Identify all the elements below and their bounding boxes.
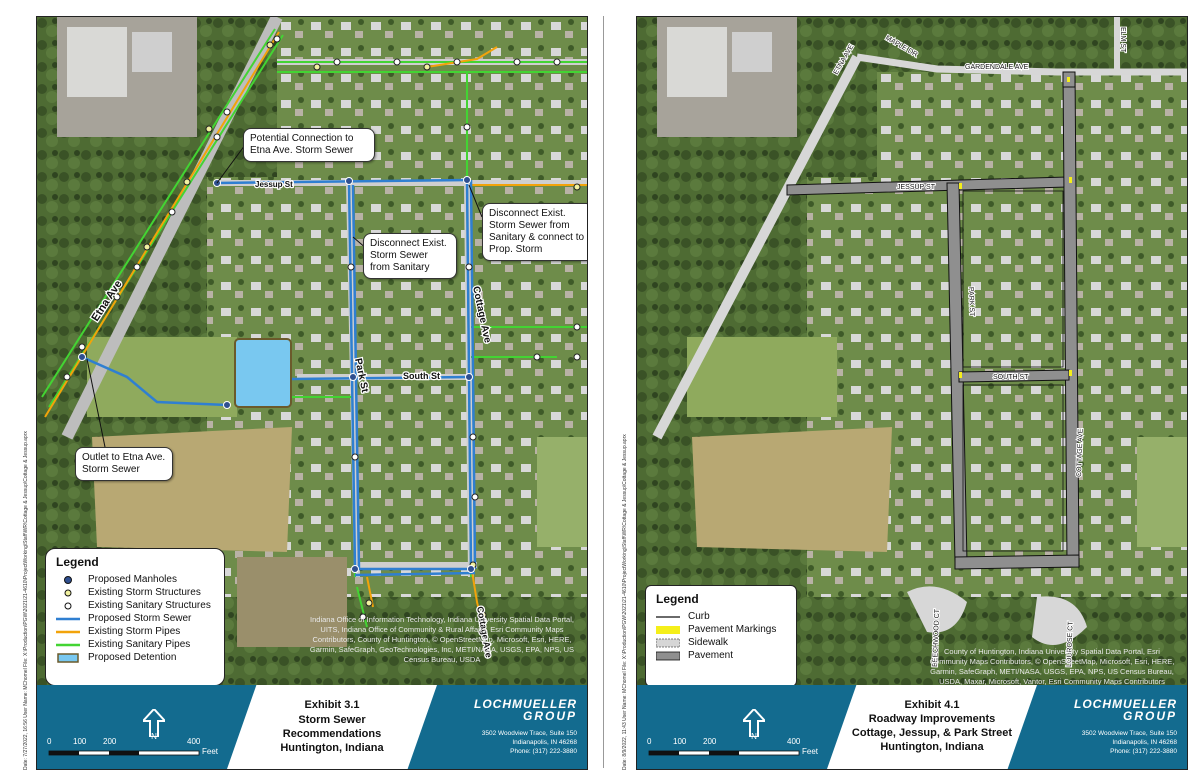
- etna-ave-road: [652, 54, 862, 440]
- legend-item-proposed-storm-sewer: Proposed Storm Sewer: [56, 613, 192, 624]
- scale-bar: 0 100 200 400 Feet: [647, 737, 819, 756]
- callout-potential-connection: Potential Connection to Etna Ave. Storm …: [243, 128, 375, 162]
- file-info-left: Date: 7/27/2022, 16:56 User Name: MChome…: [23, 431, 29, 770]
- street-label-lourose: LOUROSE CT: [1066, 621, 1075, 667]
- legend-item-proposed-detention: Proposed Detention: [56, 651, 214, 664]
- exhibit-title-line2: Recommendations: [282, 728, 382, 740]
- gardendale-road: [856, 53, 1187, 76]
- beechwood-ct-road: [907, 586, 967, 633]
- map-credits: County of Huntington, Indiana University…: [929, 647, 1175, 686]
- pavement-improvements: [786, 71, 1080, 570]
- sheet-divider: [603, 16, 604, 768]
- company-logo: LOCHMUELLER GROUP 3502 Woodview Trace, S…: [1047, 697, 1177, 756]
- legend-item-sanitary-structures: Existing Sanitary Structures: [56, 599, 214, 612]
- field-east: [537, 437, 587, 547]
- building: [67, 27, 127, 97]
- lourose-ct-road: [1032, 596, 1087, 645]
- company-logo: LOCHMUELLER GROUP 3502 Woodview Trace, S…: [447, 697, 577, 756]
- legend-item-storm-structures: Existing Storm Structures: [56, 586, 214, 599]
- legend: Legend Proposed Manholes Existing Storm …: [45, 548, 225, 686]
- street-label-beechwood: BEECHWOOD CT: [932, 608, 941, 667]
- existing-sanitary-structures: [63, 35, 581, 621]
- street-label-jessup: Jessup St: [255, 180, 293, 189]
- field-southwest: [237, 557, 347, 647]
- residential-area-north: [877, 72, 1187, 182]
- building: [732, 32, 772, 72]
- callout-leaders: [86, 144, 483, 448]
- company-name: LOCHMUELLER: [1074, 697, 1177, 711]
- company-sub: GROUP: [522, 709, 577, 723]
- scale-bar: 0 100 200 400 Feet: [47, 737, 219, 756]
- exhibit-title-line2: Cottage, Jessup, & Park Street: [851, 727, 1013, 739]
- existing-storm-structures: [93, 41, 581, 619]
- exhibit-4-1-sheet: ETNA AVE MAPLE DR GARDENDALE AVE ELM ST …: [636, 16, 1188, 770]
- legend-title: Legend: [56, 555, 99, 569]
- north-arrow: N: [740, 707, 768, 741]
- title-panel: Exhibit 4.1 Roadway Improvements Cottage…: [827, 685, 1037, 769]
- exhibit-location: Huntington, Indiana: [880, 741, 984, 753]
- legend-item-pavement: Pavement: [656, 649, 786, 662]
- legend-title: Legend: [656, 592, 699, 606]
- exhibit-title-line1: Storm Sewer: [298, 714, 366, 726]
- callout-disconnect-cottage: Disconnect Exist. Storm Sewer from Sanit…: [482, 203, 587, 261]
- legend-item-curb: Curb: [656, 611, 710, 622]
- field-south: [692, 427, 892, 552]
- legend-item-sidewalk: Sidewalk: [656, 636, 786, 649]
- street-label-south: SOUTH ST: [993, 374, 1029, 381]
- company-sub: GROUP: [1122, 709, 1177, 723]
- street-label-south: South St: [403, 371, 440, 381]
- callout-outlet: Outlet to Etna Ave. Storm Sewer: [75, 447, 173, 481]
- street-label-park: PARK ST: [967, 287, 975, 317]
- field: [687, 337, 837, 417]
- street-label-elm: ELM ST: [1119, 27, 1126, 53]
- field-east: [1137, 437, 1187, 547]
- callout-disconnect-park: Disconnect Exist. Storm Sewer from Sanit…: [363, 233, 457, 279]
- block-outlines: [962, 190, 1064, 552]
- street-label-gardendale: GARDENDALE AVE: [965, 64, 1029, 71]
- exhibit-number: Exhibit 4.1: [904, 699, 960, 711]
- building: [132, 32, 172, 72]
- title-panel: Exhibit 3.1 Storm Sewer Recommendations …: [227, 685, 437, 769]
- legend: Legend Curb Pavement Markings Sidewalk P…: [645, 585, 797, 687]
- exhibit-location: Huntington, Indiana: [280, 742, 384, 754]
- north-arrow: N: [140, 707, 168, 741]
- exhibit-number: Exhibit 3.1: [304, 699, 360, 711]
- roadway-improvements-map[interactable]: ETNA AVE MAPLE DR GARDENDALE AVE ELM ST …: [637, 17, 1187, 685]
- legend-item-existing-sanitary-pipes: Existing Sanitary Pipes: [56, 639, 191, 650]
- file-info-right: Date: 8/9/2022, 11:43 User Name: MChomel…: [622, 434, 628, 770]
- title-block: 0 100 200 400 Feet N Exhibit 4.1 Roadway…: [637, 685, 1187, 769]
- street-label-jessup: JESSUP ST: [897, 184, 936, 191]
- pavement-markings: [959, 77, 1072, 378]
- company-name: LOCHMUELLER: [474, 697, 577, 711]
- legend-item-existing-storm-pipes: Existing Storm Pipes: [56, 626, 181, 637]
- building: [667, 27, 727, 97]
- proposed-manholes: [78, 176, 475, 573]
- company-address: 3502 Woodview Trace, Suite 150 Indianapo…: [1081, 730, 1177, 755]
- proposed-detention-pond: [234, 338, 292, 408]
- title-block: 0 100 200 400 Feet N Exhibit 3.1 Storm S…: [37, 685, 587, 769]
- legend-item-proposed-manholes: Proposed Manholes: [56, 573, 214, 586]
- street-label-cottage: COTTAGE AVE: [1076, 428, 1085, 477]
- exhibit-title-line1: Roadway Improvements: [868, 713, 996, 725]
- company-address: 3502 Woodview Trace, Suite 150 Indianapo…: [481, 730, 577, 755]
- map-credits: Indiana Office of Information Technology…: [309, 615, 575, 664]
- exhibit-3-1-sheet: Etna Ave Jessup St Park St South St Cott…: [36, 16, 588, 770]
- legend-item-pavement-markings: Pavement Markings: [656, 623, 786, 636]
- field-south: [92, 427, 292, 552]
